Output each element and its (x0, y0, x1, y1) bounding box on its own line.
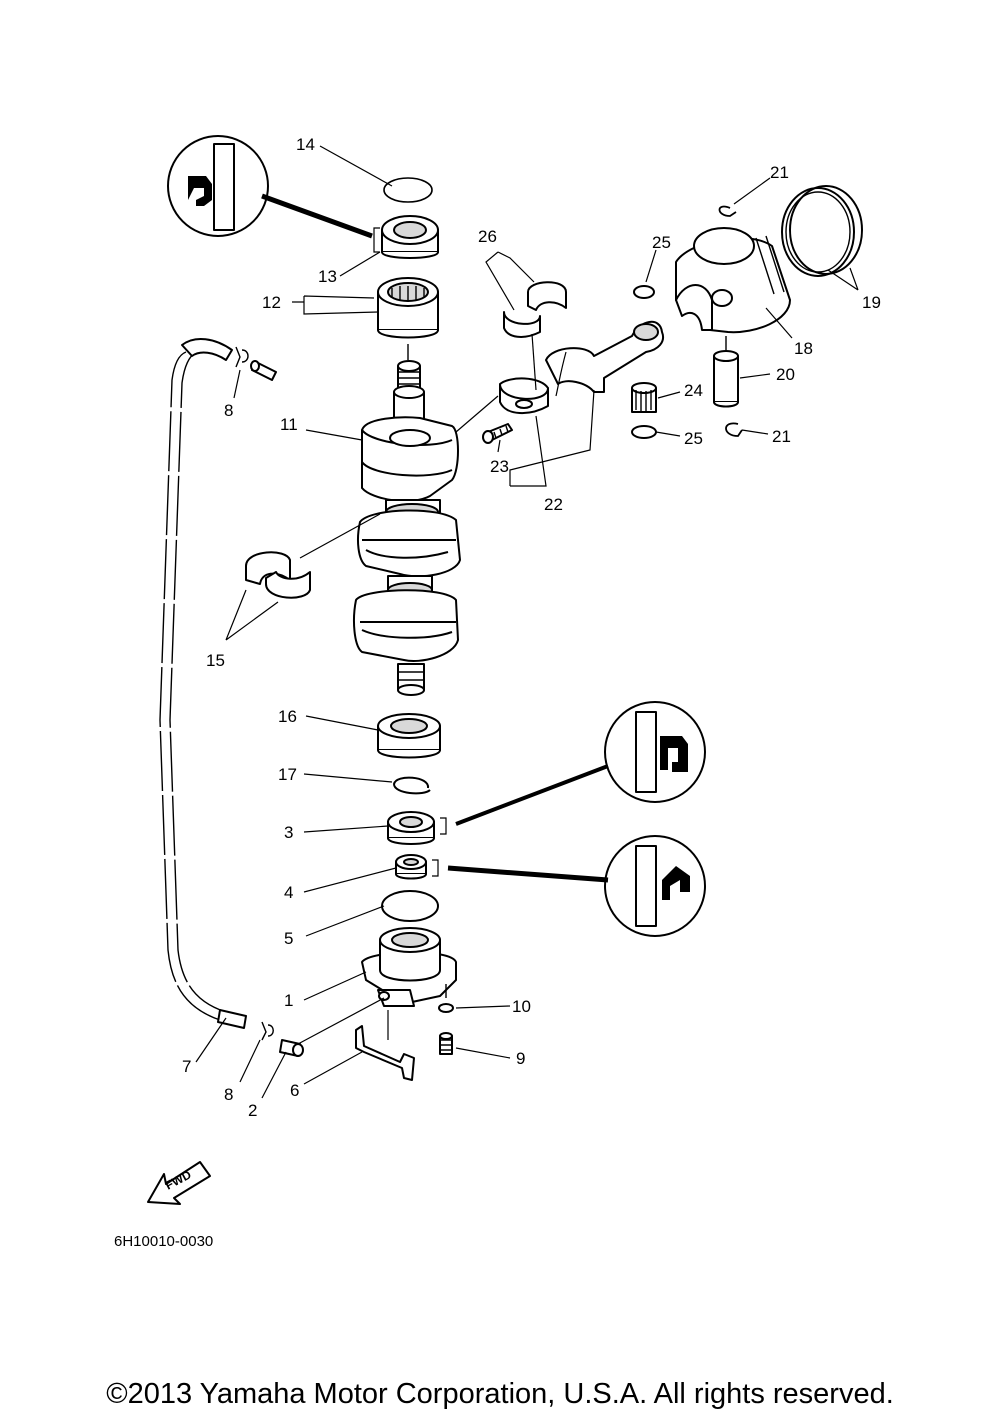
callout-24: 24 (684, 381, 703, 400)
bearing-halves-part-15 (245, 551, 311, 599)
callout-1: 1 (284, 991, 293, 1010)
o-ring-part-5 (381, 890, 439, 922)
crankshaft-part-11 (353, 360, 461, 696)
circlip-part-17 (392, 776, 431, 795)
washer-part-10 (438, 1003, 454, 1013)
callout-6: 6 (290, 1081, 299, 1100)
washer-part-25-bottom (631, 425, 657, 439)
ball-bearing-part-16 (377, 713, 441, 759)
callout-8-top: 8 (224, 401, 233, 420)
clip-part-8-top (235, 346, 249, 368)
oil-seal-part-13 (381, 215, 439, 259)
callout-7: 7 (182, 1057, 191, 1076)
piston-pin-part-20 (713, 350, 739, 408)
callout-21-bottom: 21 (772, 427, 791, 446)
washer-part-25-top (633, 285, 655, 299)
callout-16: 16 (278, 707, 297, 726)
callout-20: 20 (776, 365, 795, 384)
callout-21-top: 21 (770, 163, 789, 182)
lower-housing-part-1 (361, 927, 457, 1007)
piston-part-18 (675, 227, 791, 334)
callout-19: 19 (862, 293, 881, 312)
bolt-part-23 (482, 423, 513, 444)
callout-25-bottom: 25 (684, 429, 703, 448)
needle-bearing-part-24 (631, 382, 657, 413)
callout-12: 12 (262, 293, 281, 312)
circlip-part-21-bottom (725, 422, 743, 437)
callout-labels: 14 13 12 8 11 26 25 21 19 18 20 24 25 21… (182, 135, 881, 1120)
bracket-part-6 (355, 1025, 415, 1081)
hose-part-7 (159, 338, 247, 1029)
callout-8-bottom: 8 (224, 1085, 233, 1104)
bolt-part-9 (439, 1032, 453, 1055)
fitting-top-left (250, 360, 277, 381)
bearing-part-26 (503, 281, 567, 338)
callout-25-top: 25 (652, 233, 671, 252)
callout-14: 14 (296, 135, 315, 154)
callout-15: 15 (206, 651, 225, 670)
circlip-part-21-top (718, 205, 737, 217)
diagram-code: 6H10010-0030 (114, 1233, 213, 1250)
piston-rings-part-19 (781, 185, 863, 277)
callout-22: 22 (544, 495, 563, 514)
callout-3: 3 (284, 823, 293, 842)
fitting-part-2 (279, 1039, 304, 1057)
needle-bearing-part-12 (377, 277, 439, 339)
callout-23: 23 (490, 457, 509, 476)
callout-10: 10 (512, 997, 531, 1016)
seal-detail-circle-top (167, 135, 380, 253)
seal-detail-circle-middle (440, 701, 706, 835)
callout-18: 18 (794, 339, 813, 358)
callout-2: 2 (248, 1101, 257, 1120)
callout-4: 4 (284, 883, 293, 902)
callout-13: 13 (318, 267, 337, 286)
callout-11: 11 (280, 415, 298, 434)
leader-lines (195, 145, 859, 1099)
fwd-arrow-icon: FWD (147, 1161, 211, 1205)
callout-17: 17 (278, 765, 297, 784)
clip-part-8-bottom (261, 1021, 274, 1041)
callout-9: 9 (516, 1049, 525, 1068)
callout-5: 5 (284, 929, 293, 948)
connecting-rod-part-22 (499, 321, 664, 414)
o-ring-part-14 (383, 177, 433, 203)
seal-detail-circle-bottom (432, 835, 706, 937)
oil-seal-part-4 (395, 854, 427, 880)
oil-seal-part-3 (387, 811, 435, 845)
callout-26: 26 (478, 227, 497, 246)
copyright-notice: ©2013 Yamaha Motor Corporation, U.S.A. A… (106, 1378, 894, 1410)
